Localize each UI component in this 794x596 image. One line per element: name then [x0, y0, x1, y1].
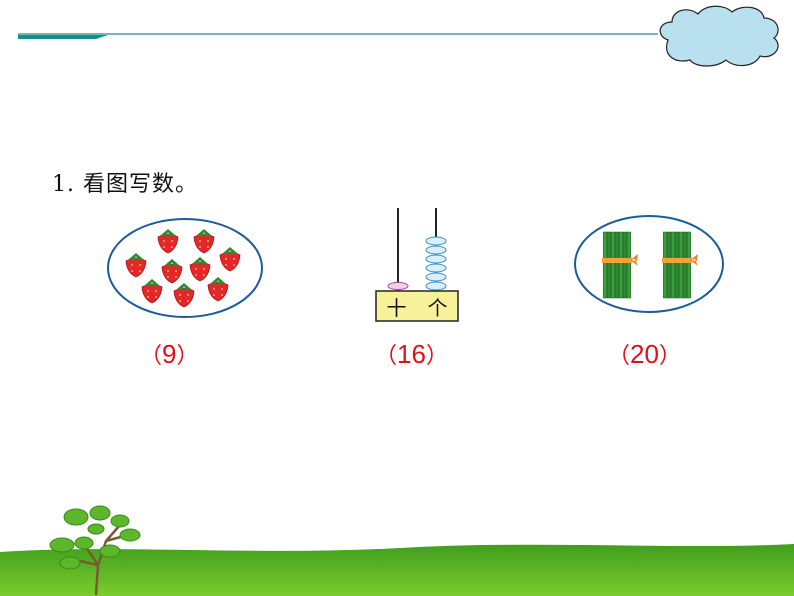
answer-1-close-paren: ）	[176, 344, 199, 369]
strawberry-icon	[193, 229, 215, 254]
answer-2-close-paren: ）	[425, 344, 448, 369]
ones-bead	[425, 245, 447, 255]
answer-3-open-paren: （	[608, 344, 631, 369]
strawberry-icon	[189, 257, 211, 282]
answer-3-close-paren: ）	[658, 344, 681, 369]
tree-icon	[49, 505, 141, 595]
answer-2-open-paren: （	[375, 344, 398, 369]
strawberry-icon	[173, 283, 195, 308]
ones-bead	[425, 281, 447, 291]
ones-label: 个	[427, 295, 448, 320]
grass-footer	[0, 544, 794, 596]
ones-bead	[425, 272, 447, 282]
ones-bead	[425, 263, 447, 273]
question-text: 1. 看图写数。	[52, 172, 198, 197]
answer-2: （16）	[375, 338, 448, 370]
strawberry-plate-image	[107, 218, 263, 318]
strawberry-icon	[125, 253, 147, 278]
stick-bundle-icon	[662, 231, 698, 299]
stick-bundle-icon	[602, 231, 638, 299]
stick-bundles-image	[574, 215, 724, 313]
strawberry-icon	[219, 247, 241, 272]
answer-1-open-paren: （	[140, 344, 163, 369]
ones-bead	[425, 254, 447, 264]
header-divider-line	[18, 33, 658, 39]
strawberry-icon	[161, 259, 183, 284]
answer-3-value: 20	[630, 339, 659, 369]
answer-1-value: 9	[162, 339, 177, 369]
abacus-image	[375, 208, 459, 322]
answer-2-value: 16	[397, 339, 426, 369]
strawberry-icon	[207, 277, 229, 302]
strawberry-icon	[141, 279, 163, 304]
tens-bead	[387, 281, 409, 291]
answer-1: （9）	[140, 338, 199, 370]
strawberry-icon	[157, 229, 179, 254]
tens-label: 十	[386, 295, 407, 320]
ones-bead	[425, 236, 447, 246]
answer-3: （20）	[608, 338, 681, 370]
abacus-labels: 十 个	[376, 291, 458, 321]
cloud-icon	[659, 5, 779, 67]
